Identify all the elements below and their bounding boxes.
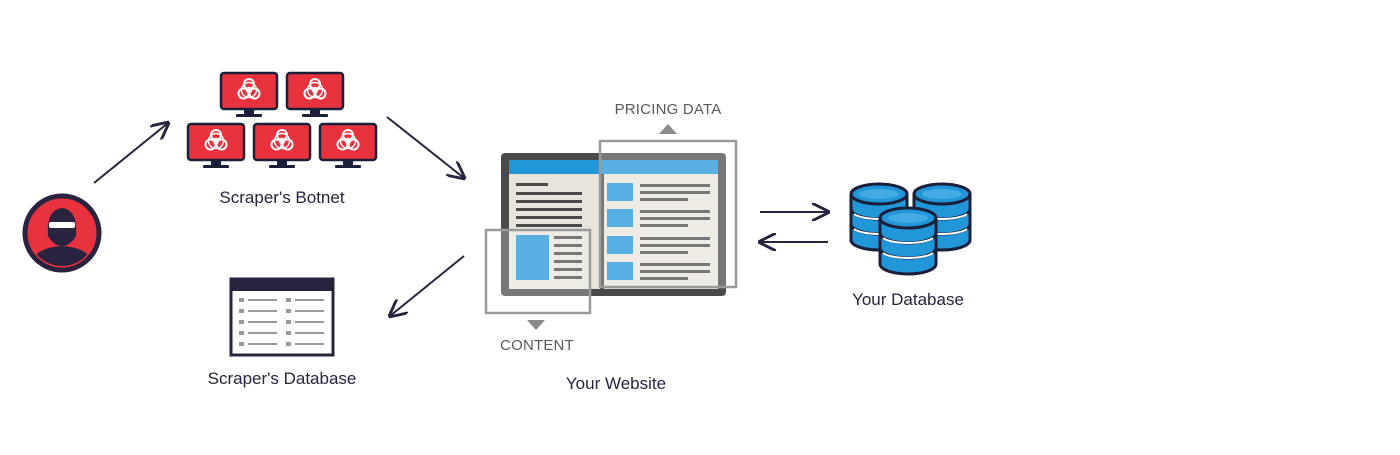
table-document-icon — [229, 277, 335, 357]
biohazard-monitor-icon — [219, 71, 279, 119]
arrow-botnet-to-website — [386, 116, 464, 178]
biohazard-monitor-icon — [318, 122, 378, 170]
biohazard-monitor-icon — [186, 122, 246, 170]
botnet-label: Scraper's Botnet — [219, 188, 345, 207]
website-label: Your Website — [565, 374, 667, 393]
database-label: Your Database — [852, 290, 964, 309]
pricing-pointer-triangle — [659, 124, 677, 134]
database-cylinder-icon — [849, 182, 972, 276]
website-screen-icon — [484, 124, 738, 330]
biohazard-monitor-icon — [252, 122, 312, 170]
biohazard-monitor-icon — [285, 71, 345, 119]
pricing-data-highlight — [598, 139, 738, 289]
pricing-data-label: PRICING DATA — [614, 101, 722, 118]
arrow-website-to-scraper-db — [390, 255, 465, 316]
arrow-attacker-to-botnet — [93, 123, 168, 184]
content-highlight — [484, 228, 592, 315]
content-label: CONTENT — [500, 337, 574, 354]
content-pointer-triangle — [527, 320, 545, 330]
hacker-avatar-icon — [22, 193, 102, 273]
botnet-group — [186, 71, 378, 170]
scraper-database-label: Scraper's Database — [207, 369, 357, 388]
